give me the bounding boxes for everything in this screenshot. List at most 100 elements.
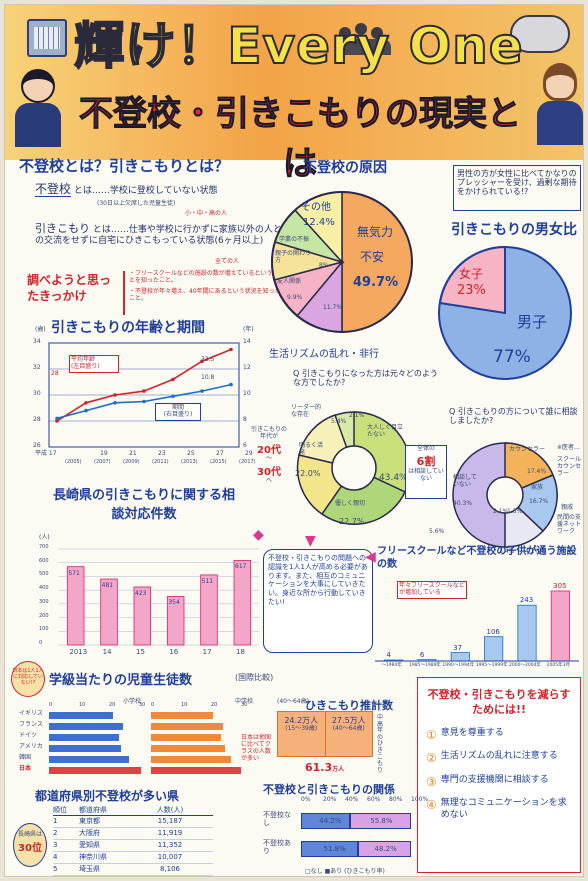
relation-title: 不登校と引きこもりの関係 <box>263 783 395 796</box>
consult-y-tick: 100 <box>39 626 49 633</box>
freeschool-chart <box>375 590 579 662</box>
freeschool-note: 年々フリースクールなどが増加している <box>397 581 467 599</box>
q2-label-notconsulted: 相談していない <box>453 474 477 488</box>
period-label: 期間 <box>171 404 184 411</box>
prefecture-count: 8,106 <box>159 865 181 873</box>
cause-label-117: 11.7% <box>323 304 343 311</box>
age-right-tick: 14 <box>243 338 251 345</box>
prefecture-name: 埼玉県 <box>79 865 100 873</box>
class-axis-right: 0 <box>151 702 155 708</box>
consult-x-tick: 2013 <box>69 648 88 656</box>
reduce-item-number-icon: ④ <box>426 798 437 813</box>
consult-y-tick: 0 <box>39 640 43 646</box>
prefecture-rank: 1 <box>53 817 58 825</box>
relation-axis-tick: 60% <box>367 796 381 803</box>
age-right-tick: 12 <box>243 364 251 371</box>
consult-bar-label: 423 <box>135 589 147 597</box>
consult-bar <box>166 596 185 646</box>
consult-x-tick: 15 <box>136 648 145 656</box>
age-x-tick: 27 <box>216 450 224 457</box>
relation-legend: □なし ■あり (ひきこもり率) <box>305 868 385 875</box>
reduce-item-text: 専門の支援機関に相談する <box>440 774 549 785</box>
poster-title: 輝け！Every One <box>73 16 524 76</box>
cause-label-gakugyo: 学業の不振 <box>279 236 310 243</box>
estimate-total-value: 61.3 <box>305 761 333 774</box>
relation-value-yes: 48.2% <box>374 845 397 853</box>
estimate-title: ひきこもり推計数 <box>305 699 393 712</box>
class-stats-subtitle: (国際比較) <box>235 673 274 682</box>
period-series-label: 期間 (右目盛り) <box>155 403 201 421</box>
reduce-item-number-icon: ③ <box>426 774 437 789</box>
estimate-v1-note: (15〜39歳) <box>285 725 318 732</box>
prefecture-rank: 2 <box>53 829 58 837</box>
prefecture-count: 15,187 <box>157 817 183 825</box>
cause-label-fuan-pct: 49.7% <box>353 275 399 290</box>
futoko-note: (30日以上欠席した児童生徒) <box>97 200 176 207</box>
age-x-sub: (2009) <box>123 459 140 465</box>
class-stats-title: 学級当たりの児童生徒数 <box>49 673 193 688</box>
class-axis-left: 20 <box>109 702 116 708</box>
freeschool-bar <box>450 652 470 662</box>
cause-label-99: 9.9% <box>287 294 303 301</box>
age-series-point <box>171 394 175 399</box>
cause-label-oyako: 親子の関わり方 <box>275 250 312 264</box>
age-right-tick: 8 <box>243 416 247 423</box>
badge-japan: 日本は1人1人に対応していない!? <box>11 661 45 697</box>
cause-label-other-pct: 12.4% <box>303 217 335 228</box>
reduce-item-text: 意見を尊重する <box>440 727 504 738</box>
consult-bar <box>133 586 152 646</box>
q1-label-21: 2.1% <box>349 412 365 419</box>
q2-label-relatives: 親戚 <box>561 504 574 511</box>
causes-pie <box>271 191 413 333</box>
class-country-label: ドイツ <box>19 732 38 739</box>
relation-row-label: 不登校あり <box>263 839 291 856</box>
relation-bar-yes <box>349 813 411 829</box>
age-note-line5: へ <box>265 476 272 484</box>
age-right-tick: 10 <box>243 390 251 397</box>
estimate-v2-note: (40〜64歳) <box>332 725 365 732</box>
q2-label-network: 民間の支援ネットワーク <box>557 514 582 535</box>
age-x-tick: 平成 17 <box>35 450 57 457</box>
freeschool-bar <box>550 590 570 662</box>
hikikomori-term: 引きこもり <box>35 222 90 235</box>
age-start-value: 28 <box>51 370 59 377</box>
relation-bar-none <box>301 813 350 829</box>
class-bar-elementary <box>49 756 129 763</box>
nagasaki-rank: 30位 <box>18 842 42 854</box>
consult-bar-label: 481 <box>101 582 114 590</box>
students-silhouette-illustration <box>335 21 395 57</box>
futoko-definition: 不登校 とは……学校に登校していない状態 <box>35 182 280 197</box>
age-note: 引きこもりの年代が 20代 〜 30代 へ <box>251 426 287 485</box>
freeschool-bar-label: 6 <box>419 650 425 659</box>
gender-title: 引きこもりの男女比 <box>451 222 577 238</box>
arrow-pink-1: ◆ <box>253 527 264 543</box>
age-series-point <box>113 401 117 405</box>
age-series-point <box>229 347 233 352</box>
age-x-sub: (2005) <box>65 459 82 465</box>
age-series-point <box>229 382 233 387</box>
estimate-unit: 万人 <box>332 766 345 773</box>
prefecture-head-pref: 都道府県 <box>79 806 107 814</box>
class-country-label: フランス <box>19 721 43 728</box>
age-x-tick: 21 <box>129 450 137 457</box>
q2-label-6wari: 6割 <box>416 454 436 468</box>
prefecture-header-row: 順位 都道府県 人数(人) <box>53 805 213 816</box>
age-series-point <box>171 377 175 382</box>
q1-question: Q 引きこもりになった方は元々どのような方でしたか? <box>293 369 438 388</box>
prefecture-count: 10,007 <box>157 853 183 861</box>
freeschool-x-tick: 2005年3月 <box>546 663 570 668</box>
q2-label-13: 1.3% <box>507 508 523 515</box>
age-left-tick: 26 <box>33 442 41 449</box>
cloud-illustration <box>510 15 570 53</box>
definitions-heading: 不登校とは？引きこもりとは？ <box>19 157 230 175</box>
prefecture-head-num: 人数(人) <box>156 806 184 814</box>
age-series-point <box>55 419 59 423</box>
q1-label-227: 22.7% <box>339 517 365 526</box>
class-stats-right-head: 中学校 <box>235 698 254 705</box>
age-end-value: 33.5 <box>201 356 215 363</box>
class-bar-elementary <box>49 745 121 752</box>
reduce-item-text: 無理なコミュニケーションを求めない <box>440 798 567 821</box>
